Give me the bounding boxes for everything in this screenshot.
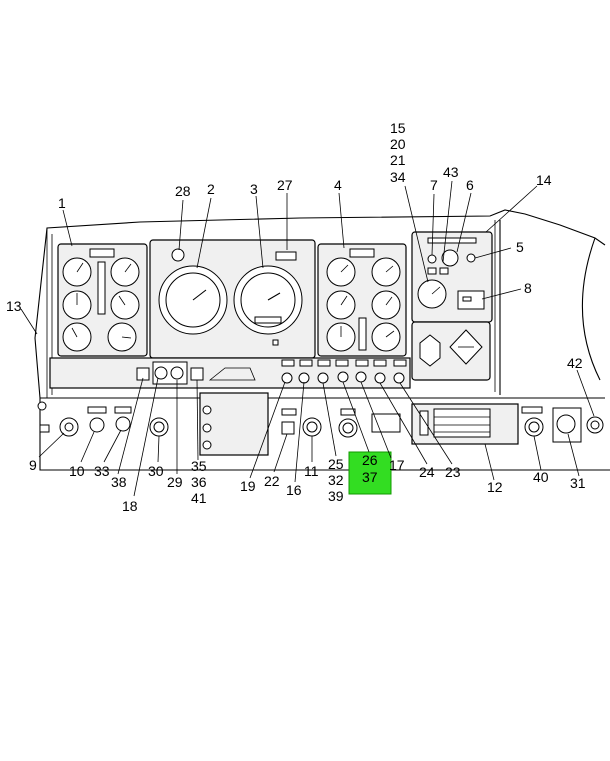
callout-33: 33 (94, 463, 110, 479)
callout-38: 38 (111, 474, 127, 490)
callout-18: 18 (122, 498, 138, 514)
callout-12: 12 (487, 479, 503, 495)
callout-43: 43 (443, 164, 459, 180)
callout-32: 32 (328, 472, 344, 488)
bottom-rail (37, 392, 604, 456)
callout-31: 31 (570, 475, 586, 491)
callout-14: 14 (536, 172, 552, 188)
callout-16: 16 (286, 482, 302, 498)
right-gauge-cluster (317, 243, 407, 357)
callout-5: 5 (516, 239, 524, 255)
callout-21: 21 (390, 152, 406, 168)
callout-25: 25 (328, 456, 344, 472)
callout-24: 24 (419, 464, 435, 480)
callout-1: 1 (58, 195, 66, 211)
callout-29: 29 (167, 474, 183, 490)
callout-17: 17 (389, 457, 405, 473)
callout-28: 28 (175, 183, 191, 199)
callout-26: 26 (362, 452, 378, 468)
callout-19: 19 (240, 478, 256, 494)
callout-42: 42 (567, 355, 583, 371)
callout-4: 4 (334, 177, 342, 193)
callout-7: 7 (430, 177, 438, 193)
lower-switch-panel (49, 357, 411, 389)
callout-22: 22 (264, 473, 280, 489)
callout-36: 36 (191, 474, 207, 490)
callout-37: 37 (362, 469, 378, 485)
callout-20: 20 (390, 136, 406, 152)
callout-8: 8 (524, 280, 532, 296)
auxiliary-panel (411, 231, 493, 381)
callout-35: 35 (191, 458, 207, 474)
callout-30: 30 (148, 463, 164, 479)
callout-13: 13 (6, 298, 22, 314)
callout-34: 34 (390, 169, 406, 185)
leader-lines (20, 180, 595, 497)
callout-10: 10 (69, 463, 85, 479)
callout-41: 41 (191, 490, 207, 506)
callout-labels: 1 28 2 3 27 4 15 20 21 34 7 43 6 14 5 8 … (6, 120, 586, 514)
highlight-box (348, 451, 392, 495)
callout-9: 9 (29, 457, 37, 473)
callout-23: 23 (445, 464, 461, 480)
callout-15: 15 (390, 120, 406, 136)
dashboard-outline (34, 209, 610, 471)
callout-2: 2 (207, 181, 215, 197)
callout-39: 39 (328, 488, 344, 504)
callout-27: 27 (277, 177, 293, 193)
callout-6: 6 (466, 177, 474, 193)
callout-3: 3 (250, 181, 258, 197)
callout-40: 40 (533, 469, 549, 485)
center-gauge-panel (149, 239, 316, 359)
callout-11: 11 (304, 463, 319, 479)
